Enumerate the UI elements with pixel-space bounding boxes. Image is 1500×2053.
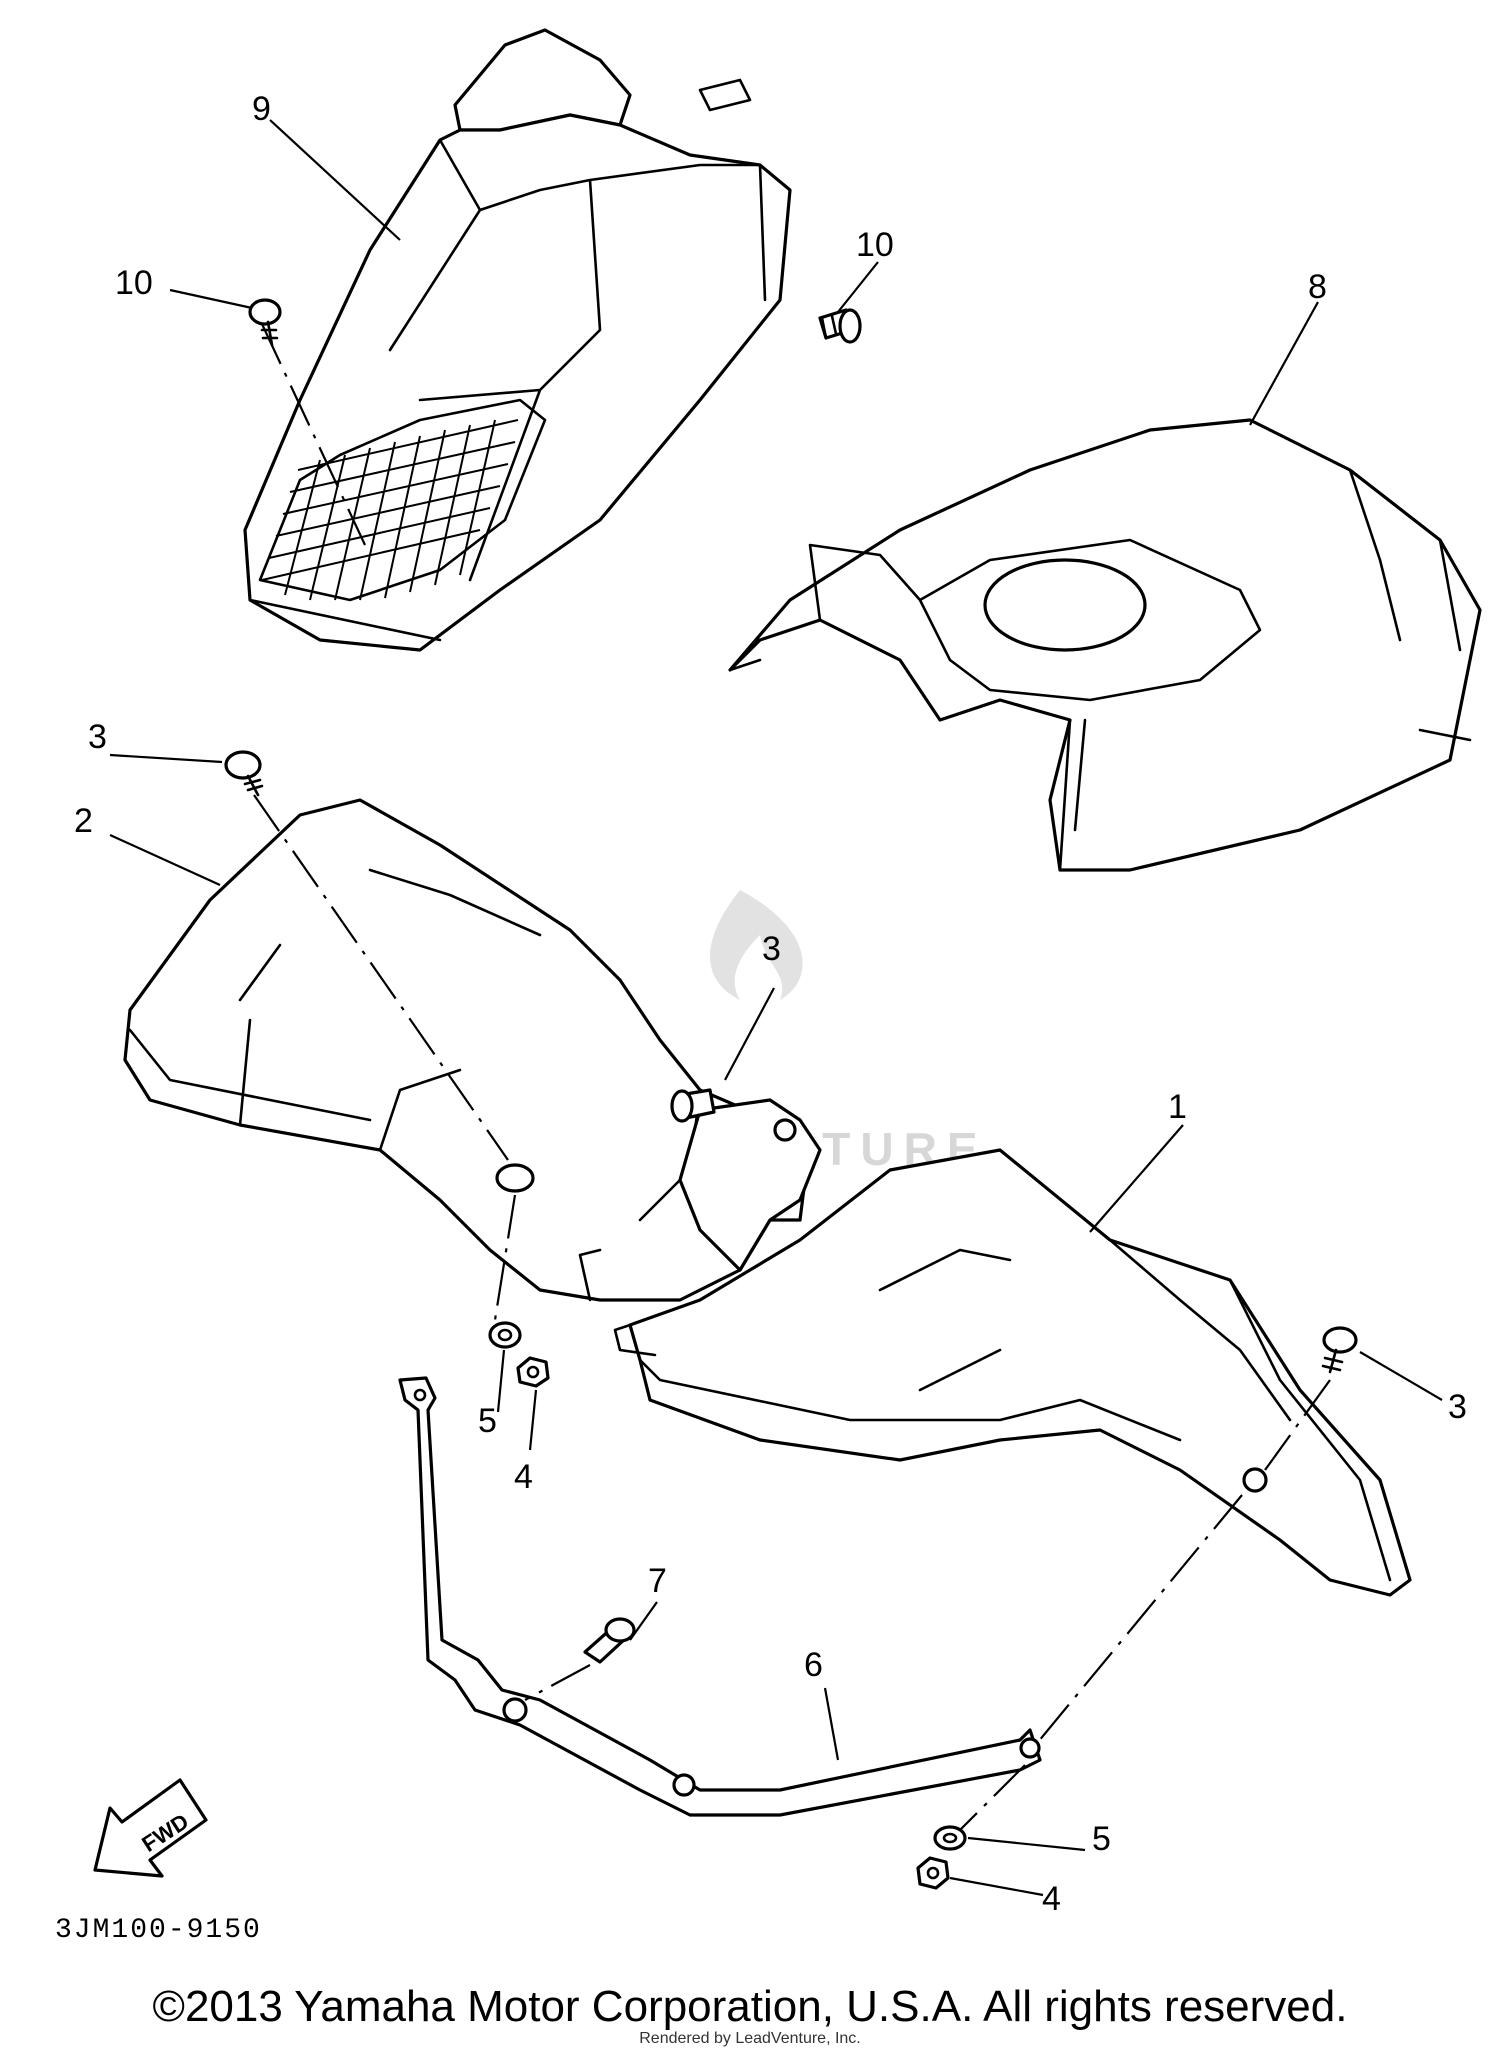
callout-10-right: 10	[856, 226, 894, 264]
callout-9: 9	[252, 90, 271, 128]
fwd-arrow-icon: FWD	[93, 1778, 208, 1878]
assembly-lines	[253, 323, 1331, 1831]
part-1-front-fender	[613, 1148, 1412, 1597]
part-9-vent-mesh	[261, 419, 519, 601]
part-5-washer-left	[488, 1321, 522, 1349]
watermark-flame-icon	[710, 890, 803, 1000]
part-8-tank-cover	[728, 418, 1482, 872]
callout-7: 7	[648, 1562, 667, 1600]
part-2-front-cover	[123, 798, 822, 1302]
callout-10-left: 10	[115, 264, 153, 302]
part-4-nut-right	[916, 1856, 950, 1890]
part-10-bolt-right	[818, 308, 862, 344]
callout-1: 1	[1168, 1088, 1187, 1126]
drawing-code: 3JM100-9150	[55, 1915, 262, 1946]
leader-lines	[109, 119, 1443, 1897]
copyright-notice: ©2013 Yamaha Motor Corporation, U.S.A. A…	[152, 1982, 1348, 2031]
callout-labels: 1 2 3 3 3 4 4 5 5 6 7 8 9 10 10	[74, 90, 1467, 1918]
callout-4-right: 4	[1042, 1880, 1061, 1918]
callout-3-middle: 3	[762, 930, 781, 968]
callout-5-right: 5	[1092, 1820, 1111, 1858]
callout-8: 8	[1308, 268, 1327, 306]
callout-4-left: 4	[514, 1458, 533, 1496]
part-3-bolt-middle	[670, 1088, 716, 1123]
callout-3-top: 3	[88, 718, 107, 756]
callout-5-left: 5	[478, 1402, 497, 1440]
rendered-by-note: Rendered by LeadVenture, Inc.	[639, 2030, 861, 2047]
callout-3-right: 3	[1448, 1388, 1467, 1426]
part-6-stay	[398, 1376, 1042, 1817]
callout-2: 2	[74, 802, 93, 840]
part-9-rear-cover	[243, 28, 792, 652]
part-7-bolt	[583, 1617, 636, 1664]
part-5-washer-right	[933, 1825, 967, 1851]
part-10-bolt-left	[248, 298, 282, 347]
callout-6: 6	[804, 1646, 823, 1684]
part-3-bolt-top	[224, 750, 264, 797]
part-4-nut-left	[516, 1356, 550, 1388]
part-3-bolt-right	[1321, 1326, 1358, 1374]
